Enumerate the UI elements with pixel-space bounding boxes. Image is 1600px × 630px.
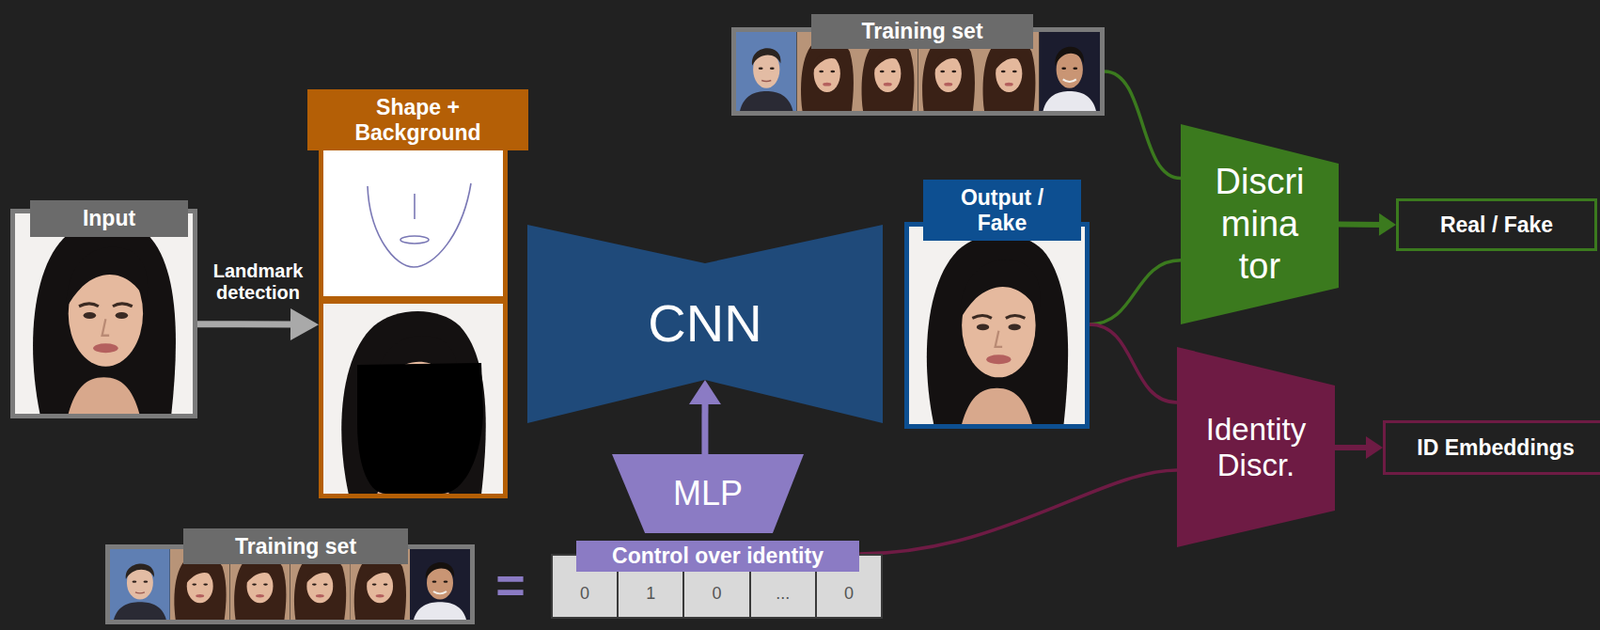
text-holder: Discri mina tor — [1180, 124, 1339, 325]
vector-value: 0 — [580, 583, 590, 604]
output-photo — [909, 226, 1085, 424]
jaw-landmarks — [367, 183, 471, 267]
landmark-panel — [323, 150, 503, 297]
header-band: Training set — [811, 14, 1034, 49]
face-mask — [357, 362, 484, 494]
node-label: CNN — [647, 293, 762, 354]
connector-line — [1338, 221, 1383, 228]
connector — [1089, 324, 1177, 403]
connector — [1334, 436, 1383, 459]
output-image-frame: Output / Fake — [904, 221, 1090, 429]
nose-landmarks — [413, 193, 416, 220]
arrow-head — [1365, 436, 1383, 459]
vector-value: 0 — [844, 583, 854, 604]
training-photo — [109, 549, 171, 620]
background-photo — [323, 303, 503, 494]
connector-line — [1334, 444, 1370, 451]
node-label: Control over identity — [611, 543, 824, 568]
vector-value: ... — [775, 583, 790, 604]
connector — [689, 379, 722, 455]
connector-line — [1089, 260, 1181, 325]
connector-line — [1089, 324, 1177, 403]
trapezoid-shape — [1180, 124, 1339, 325]
mlp-trapezoid: MLP — [611, 454, 804, 534]
connector-line — [197, 320, 297, 328]
training-photo — [1039, 31, 1101, 111]
node-label: Discri mina tor — [1201, 160, 1318, 287]
text-holder: CNN — [527, 224, 883, 424]
text-holder: MLP — [611, 454, 804, 534]
input-photo — [15, 213, 193, 414]
training-photo — [736, 31, 798, 111]
connector — [1089, 260, 1181, 325]
edge-label-box: Landmark detection — [206, 260, 311, 304]
text-holder: Real / Fake — [1398, 201, 1595, 249]
training-set-strip: Training set — [731, 27, 1105, 116]
header-band: Training set — [183, 528, 408, 565]
connector-line — [859, 470, 1177, 554]
mouth-landmarks — [400, 235, 429, 244]
trapezoid-shape — [1176, 346, 1335, 548]
connector-line — [701, 399, 708, 455]
arrow-head — [689, 379, 722, 405]
node-label: Shape + Background — [338, 94, 499, 145]
identity-discriminator-trapezoid: Identity Discr. — [1176, 346, 1335, 548]
node-label: ID Embeddings — [1416, 435, 1574, 460]
identity-vector: 010...0Control over identity — [550, 553, 883, 619]
header-band: Output / Fake — [923, 179, 1082, 241]
connector — [859, 470, 1177, 554]
background-panel — [323, 303, 503, 494]
trapezoid-shape — [527, 224, 883, 424]
header-band: Input — [30, 200, 189, 237]
training-set-strip: Training set — [105, 544, 475, 625]
header-band: Shape + Background — [307, 89, 529, 151]
connector — [197, 308, 319, 341]
arrow-head — [1379, 213, 1397, 236]
result-box: ID Embeddings — [1382, 420, 1600, 475]
node-label: Output / Fake — [950, 185, 1054, 236]
cnn-bowtie: CNN — [527, 224, 883, 424]
connector — [1338, 213, 1397, 236]
vector-value: 0 — [712, 583, 722, 604]
arrow-head — [290, 308, 319, 341]
node-label: Identity Discr. — [1185, 411, 1327, 484]
header-band: Control over identity — [576, 540, 860, 572]
vector-value: 1 — [645, 583, 656, 604]
result-box: Real / Fake — [1396, 198, 1598, 251]
trapezoid-shape — [611, 454, 804, 534]
connector-line — [1104, 71, 1181, 179]
text-holder: Identity Discr. — [1176, 346, 1335, 548]
shape-background-frame: Shape + Background — [318, 145, 508, 499]
discriminator-trapezoid: Discri mina tor — [1180, 124, 1339, 325]
input-image-frame: Input — [10, 208, 198, 419]
panel-ground — [318, 145, 508, 499]
label-box: = — [495, 559, 526, 611]
node-label: Input — [82, 205, 136, 231]
node-label: Training set — [235, 533, 357, 559]
text-holder: ID Embeddings — [1385, 423, 1600, 472]
node-label: Training set — [861, 18, 983, 44]
node-label: MLP — [673, 473, 743, 513]
edge-label: Landmark detection — [206, 260, 311, 304]
free-label: = — [495, 559, 526, 611]
node-label: Real / Fake — [1440, 212, 1553, 237]
training-photo — [409, 549, 471, 620]
connector — [1104, 71, 1181, 179]
